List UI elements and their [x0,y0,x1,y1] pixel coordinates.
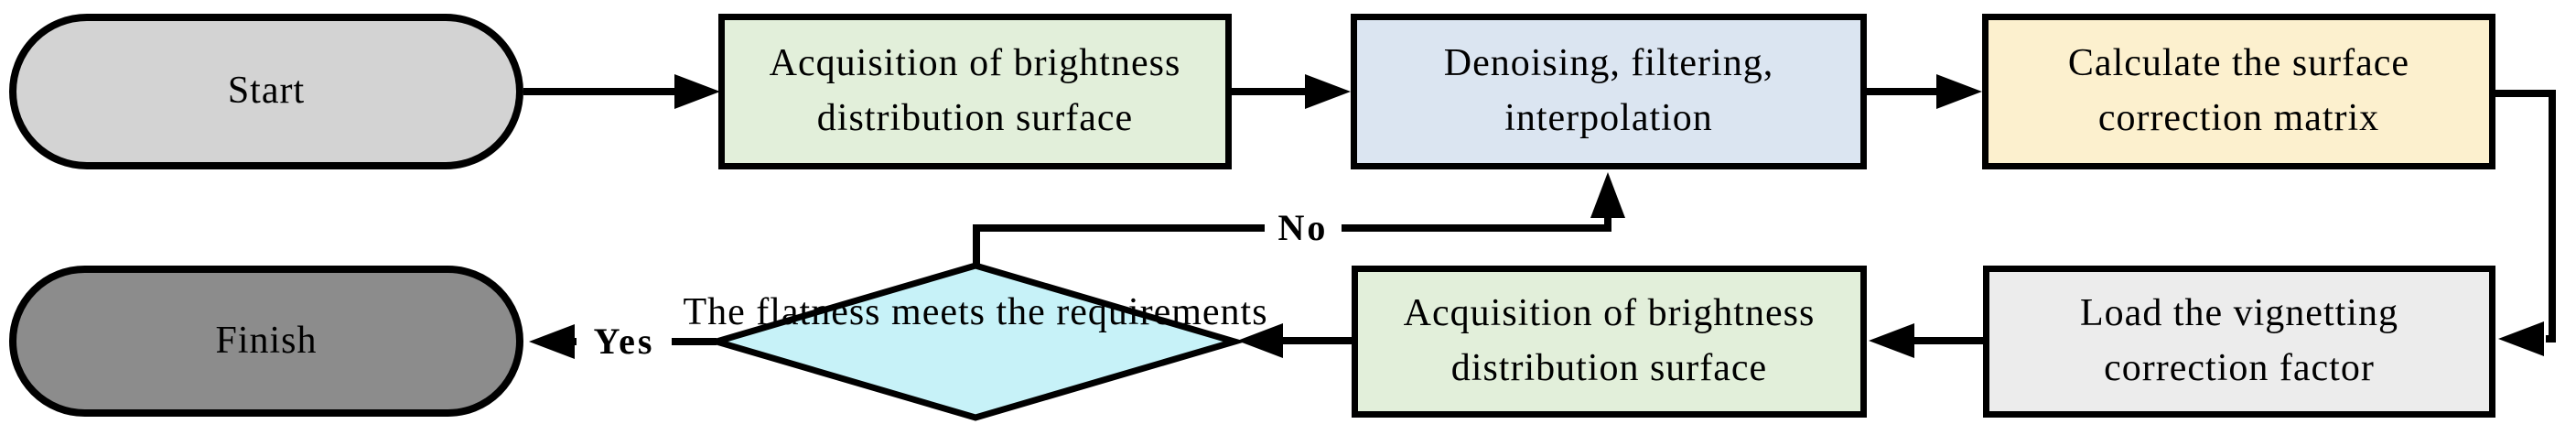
node-acquisition-top: Acquisition of brightness distribution s… [718,14,1232,169]
arrowhead-left-decision [1237,323,1283,358]
node-acquisition-bottom-label: Acquisition of brightness distribution s… [1403,292,1816,389]
node-calculate: Calculate the surface correction matrix [1982,14,2495,169]
node-start: Start [9,14,523,169]
arrowhead-left-finish [529,324,575,359]
arrowhead-left-acquisition-bottom [1869,323,1914,358]
node-denoising-label: Denoising, filtering, interpolation [1443,42,1774,139]
arrowhead-right-calculate [1936,74,1982,109]
arrowhead-up-denoising [1590,172,1625,218]
arrowhead-left-load [2498,321,2544,356]
node-acquisition-top-label: Acquisition of brightness distribution s… [769,42,1181,139]
node-acquisition-bottom: Acquisition of brightness distribution s… [1352,266,1867,418]
node-decision-label: The flatness meets the requirements [683,291,1268,333]
node-finish: Finish [9,266,523,417]
edge-calculate-to-load [2495,90,2556,343]
arrowhead-right-acquisition-top [674,74,720,109]
node-start-label: Start [227,70,306,113]
node-load-vignetting: Load the vignetting correction factor [1983,266,2495,418]
node-load-vignetting-label: Load the vignetting correction factor [2080,292,2398,389]
node-decision-shape [705,262,1246,421]
arrowhead-right-denoising [1305,74,1351,109]
node-denoising: Denoising, filtering, interpolation [1351,14,1867,169]
node-calculate-label: Calculate the surface correction matrix [2067,42,2410,139]
edge-label-no: No [1265,203,1342,253]
node-finish-label: Finish [215,319,318,362]
edge-label-yes: Yes [577,317,672,366]
